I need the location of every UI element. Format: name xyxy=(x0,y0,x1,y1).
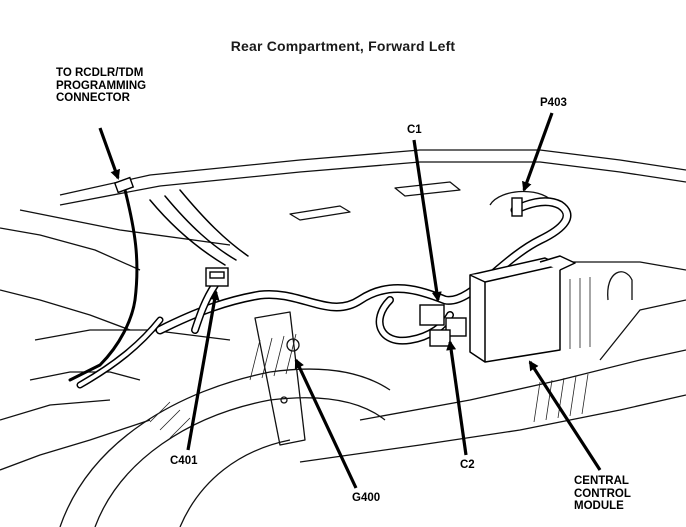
arrow-p403 xyxy=(522,112,554,192)
callout-arrows xyxy=(98,112,602,489)
label-c1: C1 xyxy=(407,124,422,136)
label-ccm-line2: CONTROL xyxy=(574,487,631,500)
label-rcdlr-line1: TO RCDLR/TDM xyxy=(56,67,144,79)
arrow-ccm xyxy=(528,360,602,471)
central-control-module-body xyxy=(469,255,576,363)
label-ccm-line1: CENTRAL xyxy=(574,475,629,487)
label-rcdlr-line2: PROGRAMMING xyxy=(56,79,147,92)
label-c401: C401 xyxy=(170,455,198,467)
connectors xyxy=(113,176,523,347)
arrow-c1 xyxy=(412,139,442,302)
label-rcdlr-connector: TO RCDLR/TDM PROGRAMMING CONNECTOR xyxy=(56,67,146,105)
arrow-rcdlr xyxy=(98,127,120,180)
arrow-g400 xyxy=(294,358,358,489)
arrow-c2 xyxy=(446,340,468,456)
label-ccm-line3: MODULE xyxy=(574,500,624,512)
diagram-title: Rear Compartment, Forward Left xyxy=(230,38,456,54)
arrow-c401 xyxy=(186,290,220,451)
label-p403: P403 xyxy=(540,97,567,109)
vehicle-body-outline xyxy=(0,149,686,527)
label-g400: G400 xyxy=(352,492,381,504)
label-central-control-module: CENTRAL CONTROL MODULE xyxy=(574,475,631,513)
label-c2: C2 xyxy=(460,459,475,471)
label-rcdlr-line3: CONNECTOR xyxy=(56,92,130,104)
